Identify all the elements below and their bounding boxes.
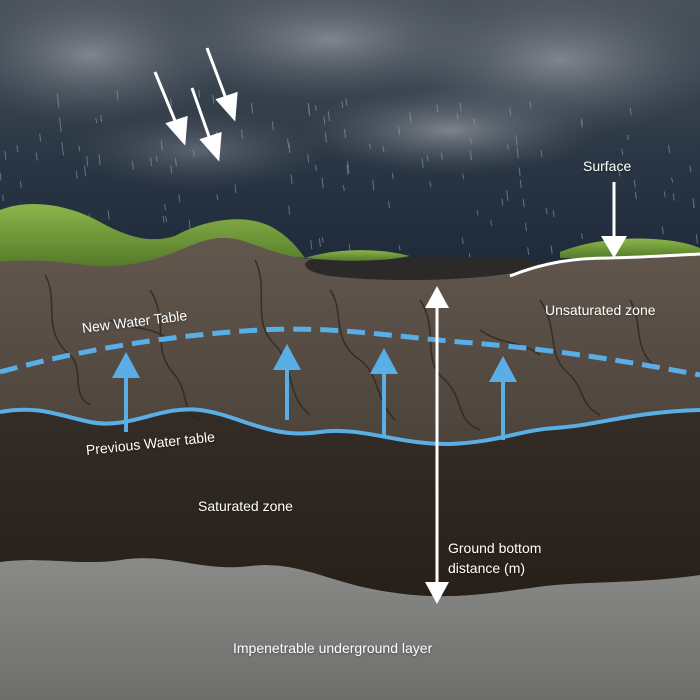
unsaturated-zone bbox=[0, 230, 700, 445]
impenetrable-layer-label: Impenetrable underground layer bbox=[233, 640, 433, 656]
ground-bottom-label-line1: Ground bottom bbox=[448, 540, 542, 556]
saturated-zone bbox=[0, 409, 700, 597]
ground-depth-arrow-icon bbox=[425, 286, 449, 604]
rainfall-arrows-icon bbox=[153, 47, 238, 162]
surface-puddle bbox=[305, 256, 537, 281]
surface-line bbox=[509, 252, 700, 278]
water-rise-arrows-icon bbox=[112, 344, 517, 440]
storm-clouds bbox=[0, 0, 700, 190]
grass-left bbox=[0, 203, 305, 267]
surface-arrow-icon bbox=[601, 182, 627, 258]
previous-water-table-line bbox=[0, 407, 700, 447]
saturated-zone-label: Saturated zone bbox=[198, 498, 293, 514]
grass-right bbox=[560, 238, 700, 259]
grass-middle bbox=[305, 250, 410, 261]
surface-label: Surface bbox=[583, 158, 632, 174]
ground-bottom-label-line2: distance (m) bbox=[448, 560, 526, 576]
new-water-table-line bbox=[0, 326, 700, 378]
impenetrable-layer bbox=[0, 558, 700, 700]
unsaturated-zone-label: Unsaturated zone bbox=[545, 302, 656, 318]
